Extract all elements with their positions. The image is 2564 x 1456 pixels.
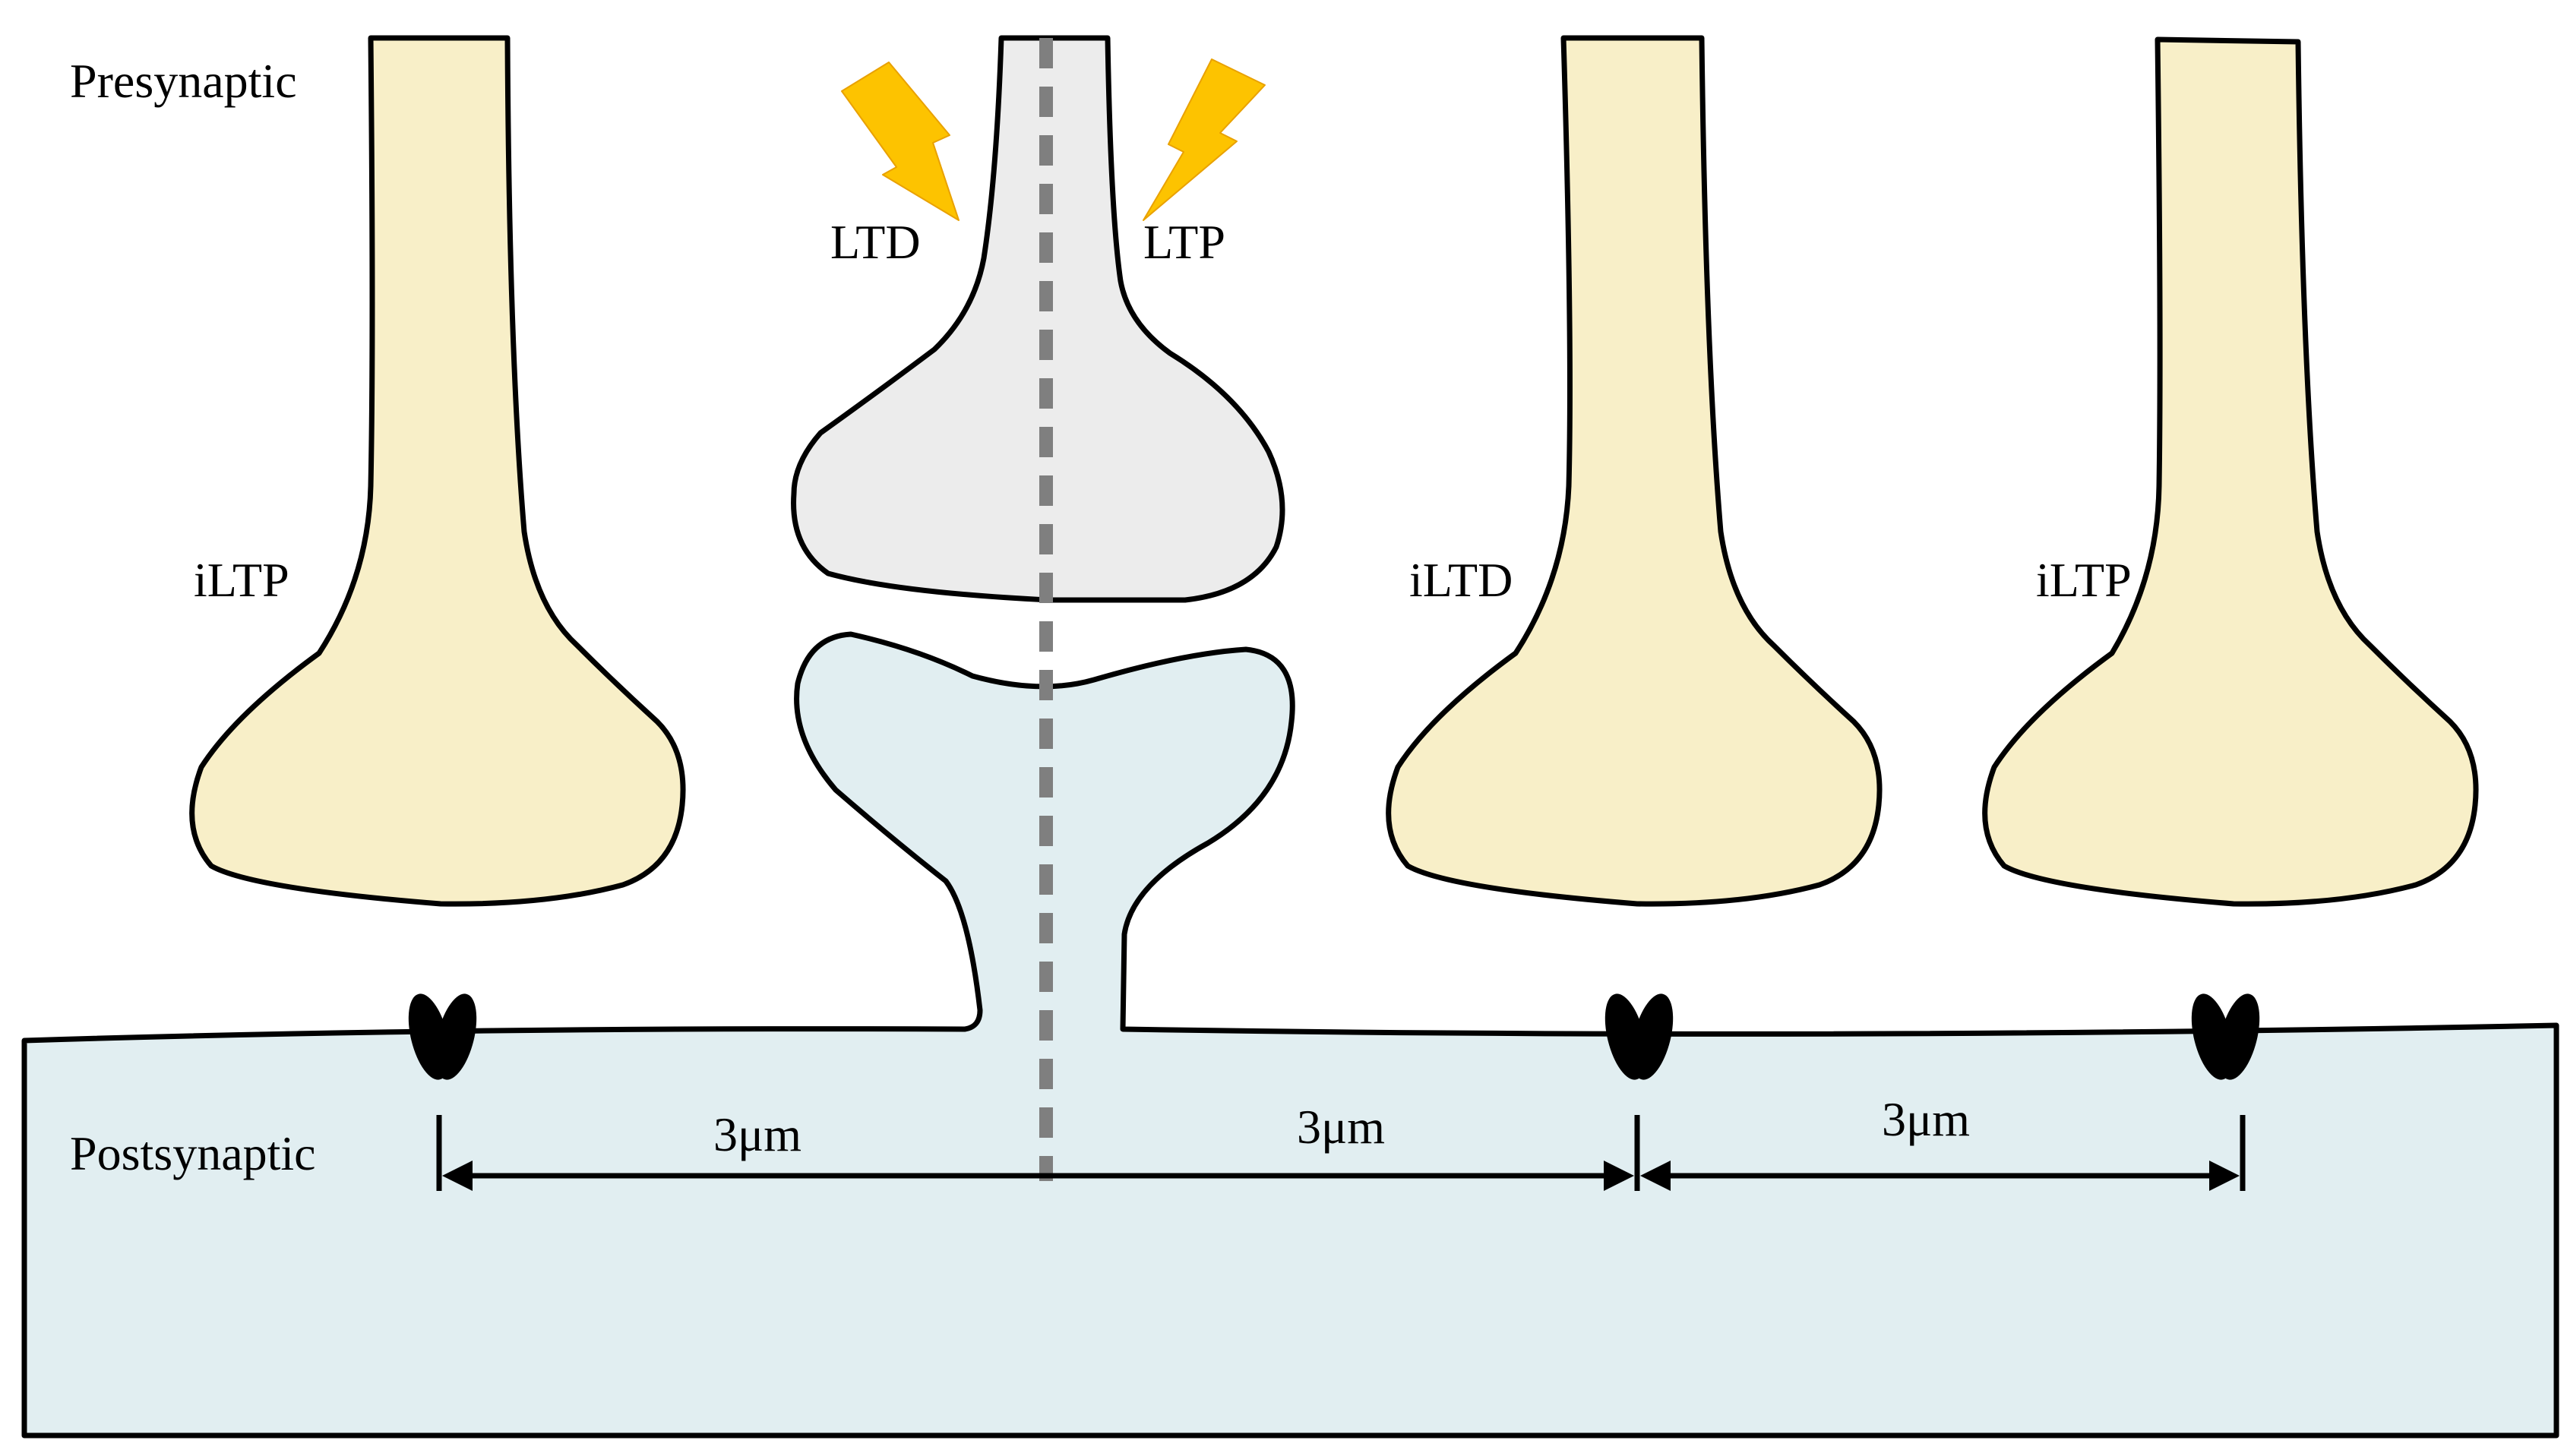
distance-label-middle: 3μm <box>1297 1100 1385 1154</box>
receptor-marker-left <box>408 993 477 1080</box>
receptor-marker-middle <box>1604 993 1674 1080</box>
scale-arrowheads <box>442 1161 2240 1191</box>
arrowhead-middle-start <box>1640 1161 1671 1191</box>
iltp-left-label: iLTP <box>194 553 289 607</box>
postsynaptic-membrane <box>21 631 2559 1439</box>
distance-label-left: 3μm <box>713 1107 801 1161</box>
inhibitory-terminal-right <box>1982 36 2479 907</box>
inhibitory-terminal-middle <box>1386 35 1883 907</box>
postsynaptic-label: Postsynaptic <box>70 1126 316 1180</box>
ltd-label: LTD <box>830 215 921 269</box>
receptor-marker-right <box>2191 993 2260 1080</box>
arrowhead-right-end <box>2209 1161 2240 1191</box>
distance-scale <box>436 1115 2246 1191</box>
stimulus-bolt-left <box>841 62 960 221</box>
presynaptic-label: Presynaptic <box>70 54 297 108</box>
ltp-label: LTP <box>1143 215 1225 269</box>
inhibitory-terminal-left <box>189 35 686 907</box>
iltd-label: iLTD <box>1409 553 1513 607</box>
iltp-right-label: iLTP <box>2036 553 2132 607</box>
distance-label-right: 3μm <box>1882 1092 1970 1146</box>
arrowhead-left-start <box>442 1161 473 1191</box>
arrowhead-middle-end <box>1604 1161 1634 1191</box>
stimulus-bolt-right <box>1143 58 1266 221</box>
